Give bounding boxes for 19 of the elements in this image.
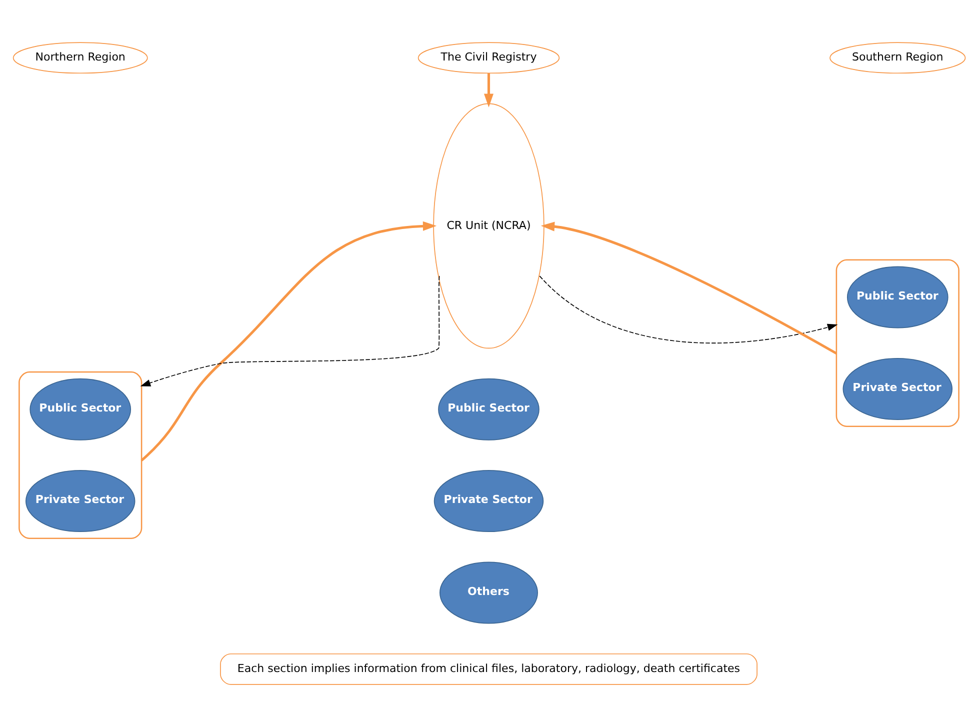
arrow <box>538 275 838 343</box>
node-ellipse: CR Unit (NCRA) <box>432 102 544 348</box>
node-ellipse: Private Sector <box>842 357 952 420</box>
arrow <box>140 275 440 386</box>
arrow <box>483 72 493 107</box>
node-ellipse: Public Sector <box>846 266 948 328</box>
node-box: Each section implies information from clinical files, laboratory, radiology, death certificates <box>220 652 757 684</box>
node-ellipse: Private Sector <box>25 470 135 532</box>
cluster <box>835 258 959 426</box>
node-ellipse: Others <box>439 561 538 624</box>
node-ellipse: Southern Region <box>829 42 966 74</box>
cluster <box>18 370 142 539</box>
node-ellipse: The Civil Registry <box>417 42 560 74</box>
node-ellipse: Public Sector <box>29 378 131 440</box>
arrow <box>540 221 837 354</box>
node-ellipse: Northern Region <box>12 42 148 74</box>
node-ellipse: Public Sector <box>438 378 539 440</box>
arrow <box>140 220 436 461</box>
node-ellipse: Private Sector <box>433 470 544 532</box>
